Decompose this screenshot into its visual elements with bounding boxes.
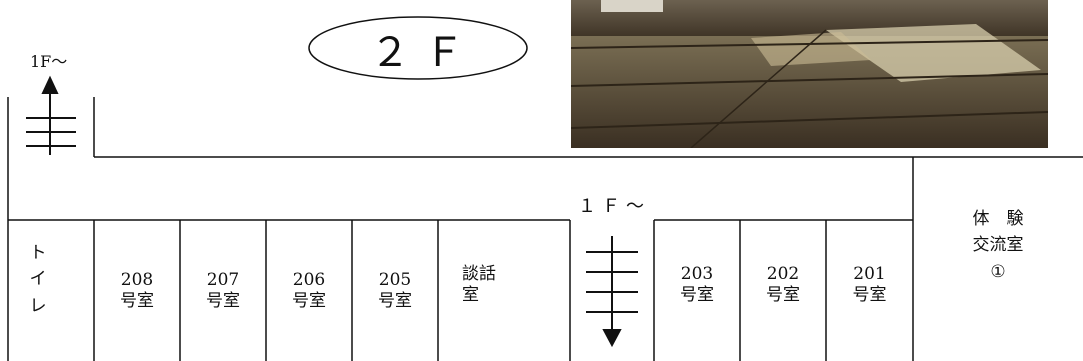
room-label-lounge: 談話 室 bbox=[462, 264, 496, 306]
room-label-201: 201 号室 bbox=[852, 264, 887, 306]
stairs-top-left bbox=[26, 75, 76, 155]
room-label-206: 206 号室 bbox=[292, 270, 326, 312]
room-label-203: 203 号室 bbox=[680, 264, 714, 306]
floor-title: ２Ｆ bbox=[370, 30, 478, 76]
room-label-exchange: 体 験 交流室 ① bbox=[972, 209, 1024, 282]
stair-top-label: 1F〜 bbox=[30, 52, 68, 71]
walls bbox=[7, 97, 1083, 361]
tatami-room-photo bbox=[571, 0, 1048, 148]
stairs-middle bbox=[586, 236, 638, 348]
title-ellipse bbox=[308, 16, 528, 80]
room-label-208: 208 号室 bbox=[120, 270, 154, 312]
room-label-207: 207 号室 bbox=[206, 270, 240, 312]
stair-middle-label: １Ｆ〜 bbox=[578, 196, 650, 217]
room-label-205: 205 号室 bbox=[378, 270, 412, 312]
room-label-toilet: ト イ レ bbox=[29, 243, 47, 316]
room-label-202: 202 号室 bbox=[766, 264, 800, 306]
